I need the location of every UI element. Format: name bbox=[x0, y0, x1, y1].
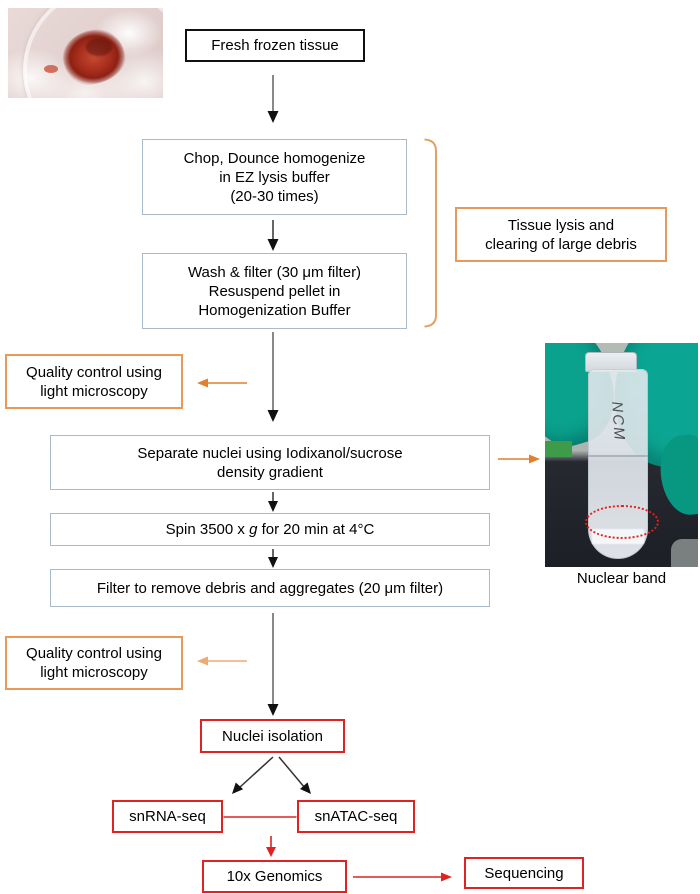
arrow-right-red-icon bbox=[353, 872, 452, 882]
background-green-object bbox=[545, 441, 572, 457]
step-snrna-seq: snRNA-seq bbox=[112, 800, 223, 833]
step-label: 10x Genomics bbox=[226, 868, 323, 885]
step-fresh-frozen-tissue: Fresh frozen tissue bbox=[185, 29, 365, 62]
bench-corner bbox=[671, 539, 698, 567]
step-wash-filter: Wash & filter (30 μm filter) Resuspend p… bbox=[142, 253, 407, 329]
step-line: Wash & filter (30 μm filter) bbox=[187, 263, 362, 281]
spin-text-post: for 20 min at 4°C bbox=[257, 521, 375, 538]
arrow-left-orange-icon bbox=[197, 378, 247, 388]
step-line: Resuspend pellet in bbox=[208, 282, 341, 300]
tissue-droplet bbox=[44, 65, 58, 73]
step-label: Sequencing bbox=[484, 864, 564, 882]
step-spin: Spin 3500 x g for 20 min at 4°C bbox=[50, 513, 490, 546]
arrow-left-orange-icon bbox=[197, 656, 247, 666]
arrow-diagonal-left-icon bbox=[232, 756, 274, 794]
step-line: Spin 3500 x g for 20 min at 4°C bbox=[166, 520, 375, 539]
step-label: Fresh frozen tissue bbox=[211, 37, 339, 54]
step-filter-debris: Filter to remove debris and aggregates (… bbox=[50, 569, 490, 607]
arrow-down-red-icon bbox=[266, 836, 276, 857]
step-label: snRNA-seq bbox=[129, 808, 206, 825]
spin-text-pre: Spin 3500 x bbox=[165, 521, 250, 538]
nuclei-tube-photo: NCM bbox=[545, 343, 698, 567]
step-label: Nuclei isolation bbox=[222, 727, 323, 745]
nuclear-band-highlight-ellipse bbox=[585, 505, 659, 539]
arrow-down-icon bbox=[267, 332, 279, 422]
arrow-down-icon bbox=[267, 220, 279, 251]
dish-rim bbox=[23, 8, 163, 98]
annotation-quality-control-2: Quality control using light microscopy bbox=[5, 636, 183, 690]
bracket-tissue-lysis bbox=[424, 138, 437, 328]
spin-g-italic: g bbox=[249, 521, 258, 538]
fresh-tissue-photo bbox=[8, 8, 163, 98]
annotation-line: Quality control using bbox=[26, 363, 162, 381]
annotation-line: Quality control using bbox=[26, 645, 162, 662]
arrow-down-icon bbox=[267, 613, 279, 716]
annotation-line: light microscopy bbox=[40, 382, 148, 400]
arrow-down-icon bbox=[268, 549, 278, 568]
arrow-down-icon bbox=[268, 492, 278, 512]
step-line: Chop, Dounce homogenize bbox=[183, 149, 366, 167]
arrow-diagonal-right-icon bbox=[278, 756, 311, 794]
liquid-surface-line bbox=[588, 455, 648, 457]
annotation-line: clearing of large debris bbox=[485, 235, 637, 253]
step-nuclei-isolation: Nuclei isolation bbox=[200, 719, 345, 753]
annotation-tissue-lysis: Tissue lysis and clearing of large debri… bbox=[455, 207, 667, 262]
step-snatac-seq: snATAC-seq bbox=[297, 800, 415, 833]
step-line: Homogenization Buffer bbox=[198, 301, 351, 319]
annotation-line: Tissue lysis and bbox=[507, 216, 615, 234]
annotation-line: light microscopy bbox=[40, 664, 148, 681]
tube-caption: Nuclear band bbox=[576, 570, 667, 587]
tissue-sample-shadow bbox=[86, 38, 112, 56]
annotation-quality-control-1: Quality control using light microscopy bbox=[5, 354, 183, 409]
step-label: Filter to remove debris and aggregates (… bbox=[96, 579, 444, 597]
step-line: Separate nuclei using Iodixanol/sucrose bbox=[137, 444, 403, 462]
step-sequencing: Sequencing bbox=[464, 857, 584, 889]
step-10x-genomics: 10x Genomics bbox=[202, 860, 347, 893]
arrow-right-orange-icon bbox=[498, 454, 540, 464]
step-line: (20-30 times) bbox=[230, 187, 319, 205]
step-chop-homogenize: Chop, Dounce homogenize in EZ lysis buff… bbox=[142, 139, 407, 215]
step-line: density gradient bbox=[217, 463, 323, 481]
arrow-down-icon bbox=[267, 75, 279, 123]
step-line: in EZ lysis buffer bbox=[219, 168, 330, 186]
step-separate-nuclei: Separate nuclei using Iodixanol/sucrose … bbox=[50, 435, 490, 490]
step-label: snATAC-seq bbox=[314, 808, 398, 825]
